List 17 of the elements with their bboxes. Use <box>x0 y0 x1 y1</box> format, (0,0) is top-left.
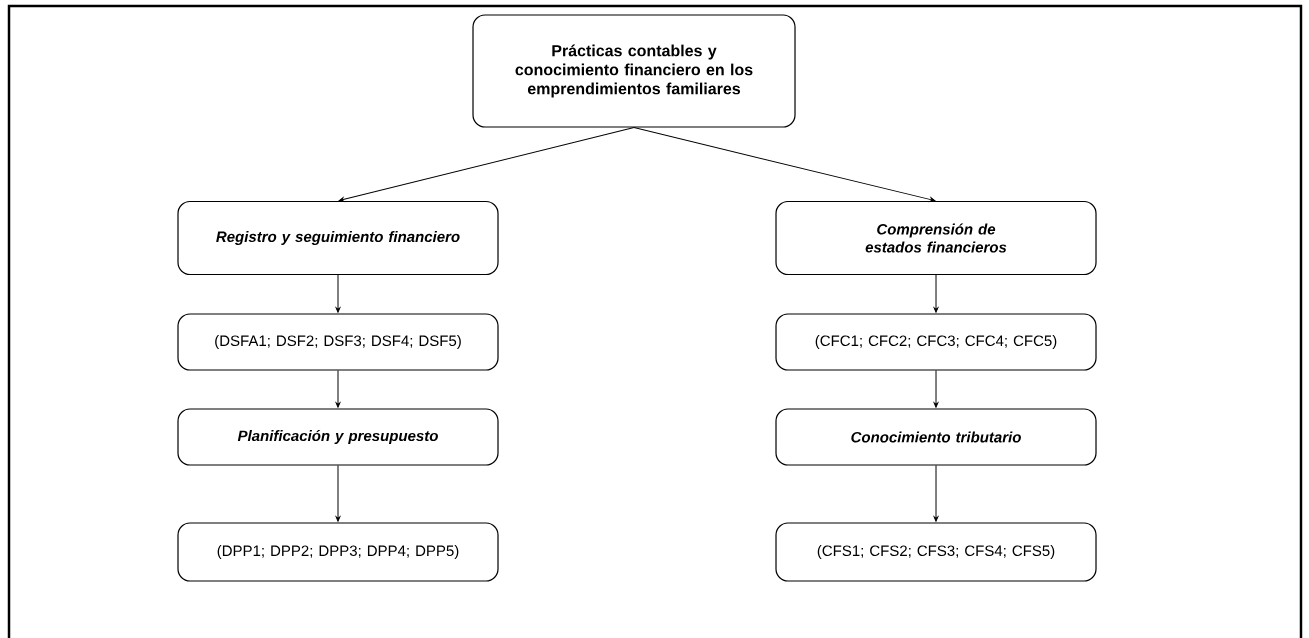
item-codes-box: (DSFA1; DSF2; DSF3; DSF4; DSF5) <box>177 313 499 371</box>
arrow <box>335 370 341 408</box>
arrow <box>933 370 939 408</box>
category-box: Planificación y presupuesto <box>177 408 499 466</box>
item-codes-box: (CFC1; CFC2; CFC3; CFC4; CFC5) <box>775 313 1097 371</box>
item-codes-box: (CFS1; CFS2; CFS3; CFS4; CFS5) <box>775 522 1097 582</box>
arrow <box>633 127 936 202</box>
category-box: Conocimiento tributario <box>775 408 1097 466</box>
arrow <box>933 274 939 313</box>
category-box: Registro y seguimiento financiero <box>177 200 499 276</box>
arrow <box>335 274 341 313</box>
category-box: Comprensión de estados financieros <box>775 200 1097 276</box>
title-box: Prácticas contables y conocimiento financiero en los emprendimientos familiares <box>472 14 796 128</box>
arrow <box>338 127 635 202</box>
item-codes-box: (DPP1; DPP2; DPP3; DPP4; DPP5) <box>177 522 499 582</box>
arrow <box>335 465 341 522</box>
arrow <box>933 465 939 522</box>
